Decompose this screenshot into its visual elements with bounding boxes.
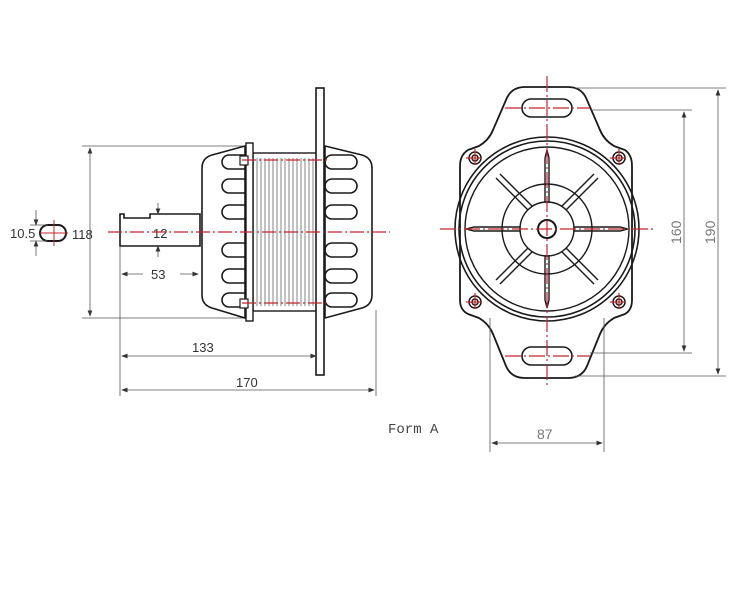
dim-shaft-diameter: 12 [153, 226, 167, 241]
dim-shaft-flat: 10.5 [10, 226, 35, 241]
centerlines-front [440, 76, 655, 385]
dim-mounting-width: 87 [537, 426, 553, 442]
dim-overall-length: 170 [236, 375, 258, 390]
shaft-section-detail: 10.5 [10, 210, 68, 256]
dim-overall-height-front: 190 [702, 220, 718, 244]
dim-overall-height-side: 118 [72, 227, 93, 242]
dim-slot-spacing: 160 [668, 220, 684, 244]
side-view: 118 12 [72, 87, 390, 396]
dim-to-flange: 133 [192, 340, 214, 355]
dim-shaft-length: 53 [151, 267, 165, 282]
front-view: 160 190 87 [440, 76, 726, 452]
centerlines-side [108, 159, 390, 304]
form-label: Form A [388, 422, 439, 438]
